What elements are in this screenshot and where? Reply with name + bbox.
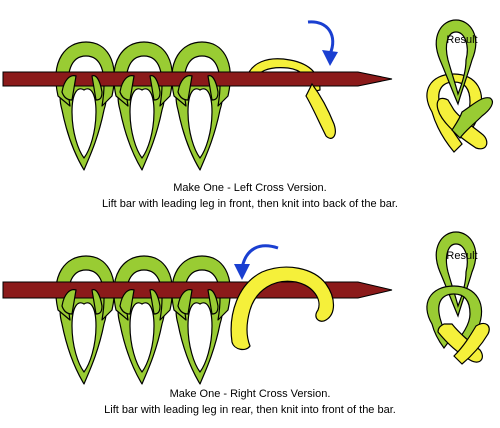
stitch-loop-icon xyxy=(55,41,115,107)
right-cross-illustration xyxy=(2,231,490,385)
curved-arrow-icon xyxy=(307,20,338,66)
knitting-needle-icon xyxy=(2,71,393,87)
stitch-loop-icon xyxy=(113,41,173,107)
caption-title: Make One - Right Cross Version. xyxy=(169,388,331,400)
result-label: Result xyxy=(446,34,478,46)
panel-right-cross: Result Make One - Right Cross Version. L… xyxy=(0,214,500,428)
result-label: Result xyxy=(446,250,478,262)
stitch-loop-icon xyxy=(113,255,173,321)
caption-body: Lift bar with leading leg in rear, then … xyxy=(104,404,396,416)
result-stitch-icon xyxy=(426,231,490,365)
caption: Make One - Left Cross Version. Lift bar … xyxy=(0,180,500,212)
stitch-loop-icon xyxy=(171,41,231,107)
caption: Make One - Right Cross Version. Lift bar… xyxy=(0,386,500,418)
knitting-needle-icon xyxy=(2,281,393,299)
left-cross-illustration xyxy=(2,19,494,171)
stitch-loop-icon xyxy=(55,255,115,321)
stitch-loop-icon xyxy=(171,255,231,321)
caption-title: Make One - Left Cross Version. xyxy=(173,182,327,194)
curved-arrow-icon xyxy=(234,244,279,280)
panel-left-cross: Result Make One - Left Cross Version. Li… xyxy=(0,19,500,212)
result-stitch-icon xyxy=(426,19,494,153)
caption-body: Lift bar with leading leg in front, then… xyxy=(102,198,398,210)
